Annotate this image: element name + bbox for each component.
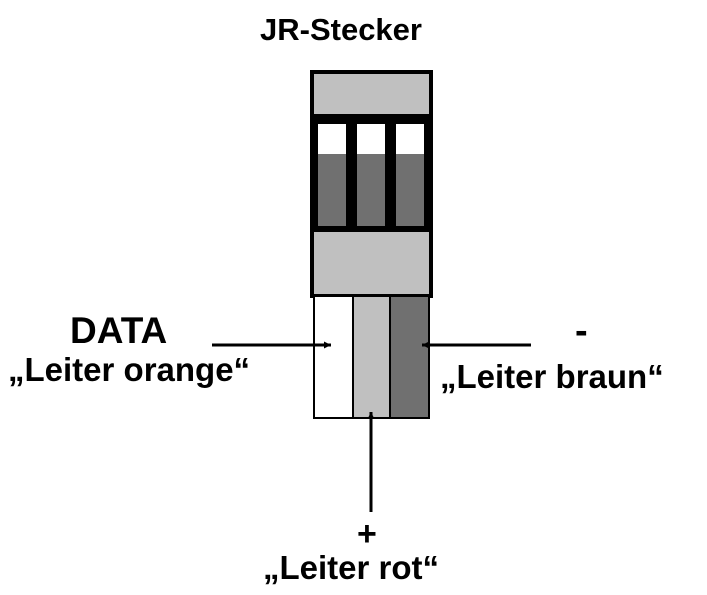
wire-red [352,295,391,419]
plug-collar [310,228,433,298]
wire-brown [389,295,430,419]
wire-orange [313,295,354,419]
contact-slot-2 [357,124,385,226]
data-pin-label: „Leiter orange“ [8,351,251,388]
plus-pin-label: „Leiter rot“ [263,549,440,586]
diagram-title: JR-Stecker [260,12,422,47]
minus-pin-heading: - [575,310,588,352]
plus-pin-heading: + [357,515,377,553]
contact-slot-1 [318,124,346,226]
contact-slot-3 [396,124,424,226]
plug-top-cap [310,70,433,118]
data-pin-heading: DATA [70,310,168,351]
minus-pin-label: „Leiter braun“ [440,358,664,395]
